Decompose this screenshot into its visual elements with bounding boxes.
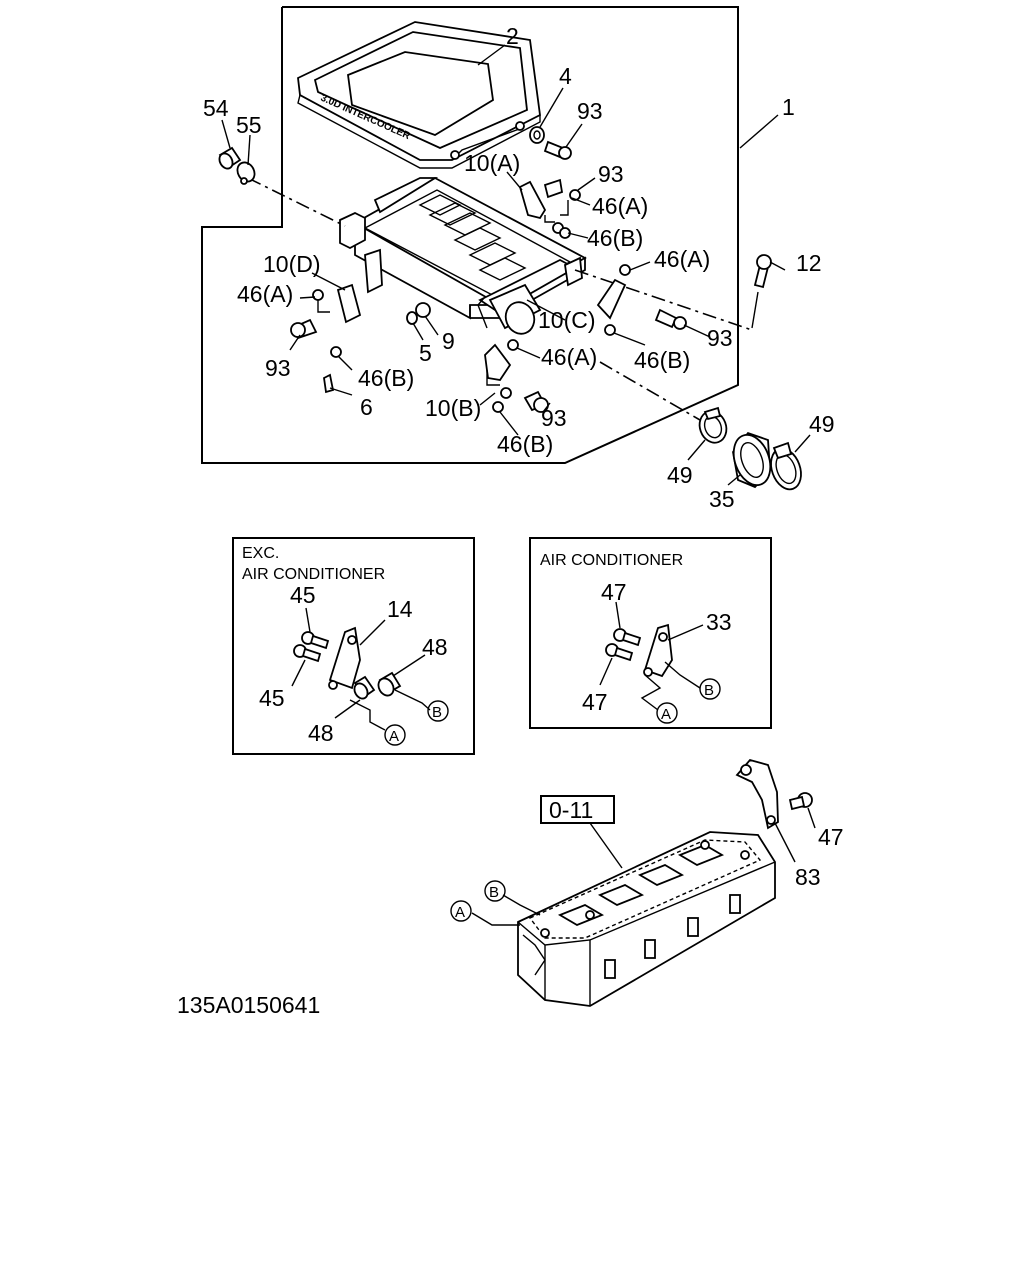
svg-text:B: B (489, 884, 499, 901)
label-part-10d: 10(D) (263, 251, 321, 277)
marker-a-ac: A (656, 702, 678, 724)
label-part-48-b: 48 (308, 720, 334, 746)
label-part-93-e: 93 (541, 405, 567, 431)
label-part-46b-2: 46(B) (634, 347, 690, 373)
inset-exc-air-conditioner: EXC. AIR CONDITIONER (232, 537, 475, 755)
main-leaders (221, 44, 786, 436)
spacer-48-a (377, 671, 402, 697)
bracket-10a (518, 178, 581, 239)
part-49-clamp-a (698, 406, 728, 444)
bolt-45-a (301, 631, 330, 650)
core-fins (418, 194, 527, 281)
inset-air-conditioner: AIR CONDITIONER B A 47 33 47 (529, 537, 772, 729)
label-part-93-b: 93 (598, 161, 624, 187)
inset-ac-title: AIR CONDITIONER (540, 552, 683, 569)
label-part-45-b: 45 (259, 685, 285, 711)
label-part-49-b: 49 (809, 411, 835, 437)
label-part-10a: 10(A) (464, 150, 520, 176)
label-part-12: 12 (796, 250, 822, 276)
label-part-14: 14 (387, 596, 413, 622)
main-assembly: 3.0D INTERCOOLER (201, 6, 835, 512)
svg-text:B: B (704, 682, 714, 699)
cylinder-head: 0-11 (450, 758, 844, 1007)
label-part-10c: 10(C) (538, 307, 596, 333)
bracket-83 (735, 758, 779, 830)
intercooler-cover: 3.0D INTERCOOLER (297, 21, 541, 169)
label-part-46a-1: 46(A) (592, 193, 648, 219)
label-part-47-b: 47 (582, 689, 608, 715)
bracket-10c (596, 264, 687, 336)
bracket-10b (484, 339, 549, 413)
label-part-46a-4: 46(A) (541, 344, 597, 370)
label-part-45-a: 45 (290, 582, 316, 608)
label-part-5: 5 (419, 340, 432, 366)
label-part-47-head: 47 (818, 824, 844, 850)
label-part-93-d: 93 (265, 355, 291, 381)
label-part-54: 54 (203, 95, 229, 121)
label-part-47-a: 47 (601, 579, 627, 605)
marker-a-head: A (450, 900, 472, 922)
label-part-10b: 10(B) (425, 395, 481, 421)
part-54-hose (218, 146, 242, 170)
label-part-48-a: 48 (422, 634, 448, 660)
label-part-9: 9 (442, 328, 455, 354)
label-part-4: 4 (559, 63, 572, 89)
label-part-46b-4: 46(B) (497, 431, 553, 457)
part-49-clamp-b (770, 441, 802, 491)
bolt-47-head (788, 792, 813, 811)
bracket-10d (290, 283, 362, 394)
label-part-46a-3: 46(A) (654, 246, 710, 272)
part-35-hose (732, 431, 772, 489)
label-part-83: 83 (795, 864, 821, 890)
label-part-33: 33 (706, 609, 732, 635)
part-55-clamp (236, 161, 256, 185)
intercooler-core (339, 176, 587, 320)
label-part-46a-2: 46(A) (237, 281, 293, 307)
marker-b-exc: B (427, 700, 449, 722)
part-5-9-fastener (406, 302, 431, 325)
svg-text:A: A (661, 706, 671, 723)
spacer-48-b (353, 675, 376, 700)
bolt-45-b (293, 644, 322, 663)
inset-ac-frame (529, 537, 772, 729)
label-part-49-a: 49 (667, 462, 693, 488)
cylinder-head-ports (522, 840, 750, 979)
svg-text:B: B (432, 704, 442, 721)
drawing-number: 135A0150641 (177, 992, 320, 1018)
marker-a-exc: A (384, 724, 406, 746)
part-93-bolt-a (543, 140, 572, 160)
cylinder-head-body (517, 831, 776, 1007)
inset-exc-ac-frame (232, 537, 475, 755)
label-part-93-c: 93 (707, 325, 733, 351)
ref-box-0-11 (540, 795, 615, 824)
svg-text:A: A (389, 728, 399, 745)
label-part-2: 2 (506, 23, 519, 49)
assembly-frame (201, 6, 739, 464)
marker-b-ac: B (699, 678, 721, 700)
inset-exc-ac-title-2: AIR CONDITIONER (242, 566, 385, 583)
label-part-1: 1 (782, 94, 795, 120)
inset-exc-ac-title-1: EXC. (242, 545, 279, 562)
label-part-6: 6 (360, 394, 373, 420)
ref-box-label: 0-11 (549, 797, 593, 823)
part-12-bolt (751, 254, 772, 329)
outlet-pipe (488, 283, 542, 335)
label-part-93-a: 93 (577, 98, 603, 124)
label-part-46b-1: 46(B) (587, 225, 643, 251)
marker-b-head: B (484, 880, 506, 902)
part-4-washer (529, 126, 545, 144)
label-part-46b-3: 46(B) (358, 365, 414, 391)
label-part-35: 35 (709, 486, 735, 512)
bolt-47-b (605, 643, 634, 662)
svg-text:A: A (455, 904, 465, 921)
bolt-47-a (613, 628, 642, 647)
label-part-55: 55 (236, 112, 262, 138)
